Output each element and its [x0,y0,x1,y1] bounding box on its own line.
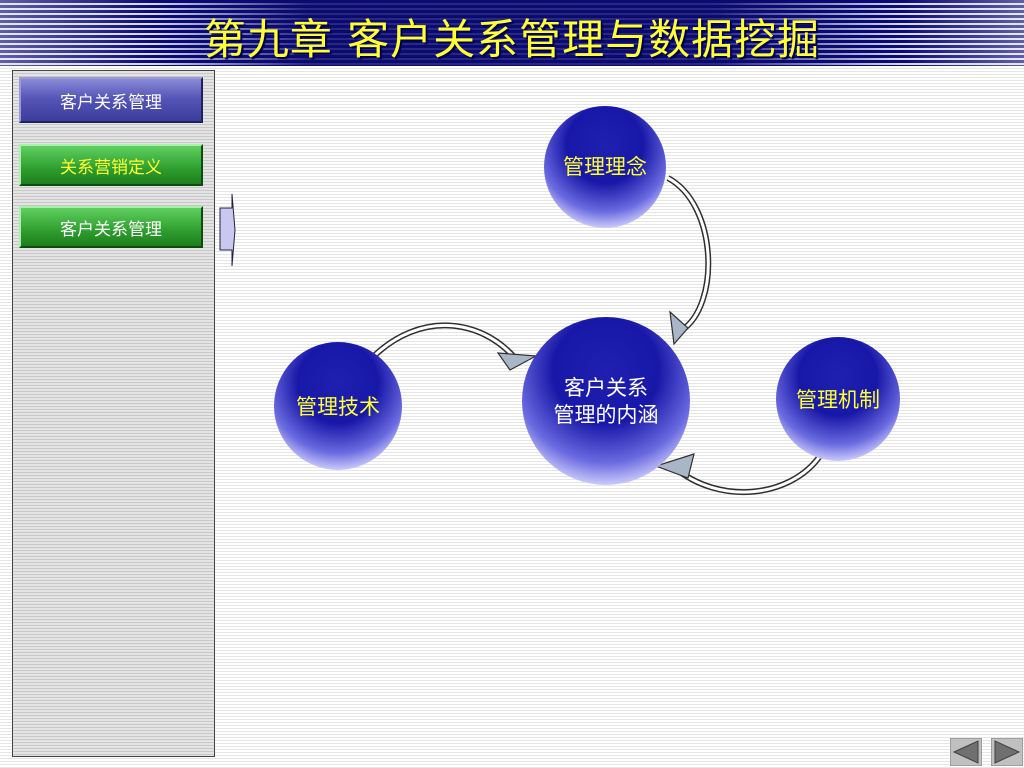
node-label-center: 客户关系 管理的内涵 [530,372,682,432]
arrow-right-to-center [654,453,823,496]
triangle-right-icon [994,740,1021,764]
triangle-left-icon [952,740,979,764]
sidebar-item-crm-active[interactable]: 客户关系管理 [19,77,203,123]
node-label-top: 管理理念 [563,154,647,179]
sidebar-item-crm[interactable]: 客户关系管理 [19,206,203,248]
previous-slide-button[interactable] [950,738,982,766]
node-circle-center [522,317,690,485]
center-label-line2: 管理的内涵 [553,403,659,427]
slide-title: 第九章 客户关系管理与数据挖掘 [203,15,821,64]
next-slide-button[interactable] [991,738,1023,766]
node-circle-top [544,106,666,228]
node-label-left: 管理技术 [296,394,380,419]
center-label-line1: 客户关系 [564,376,648,400]
node-circle-right [776,337,900,461]
arrow-left-to-center [371,322,539,371]
node-circle-left [274,342,402,470]
node-label-right: 管理机制 [796,387,880,412]
title-bar-gradient [0,0,1024,66]
arrow-top-to-center [666,175,712,346]
pointer-arrow-icon [219,193,236,267]
sidebar-item-relationship-marketing[interactable]: 关系营销定义 [19,144,203,186]
